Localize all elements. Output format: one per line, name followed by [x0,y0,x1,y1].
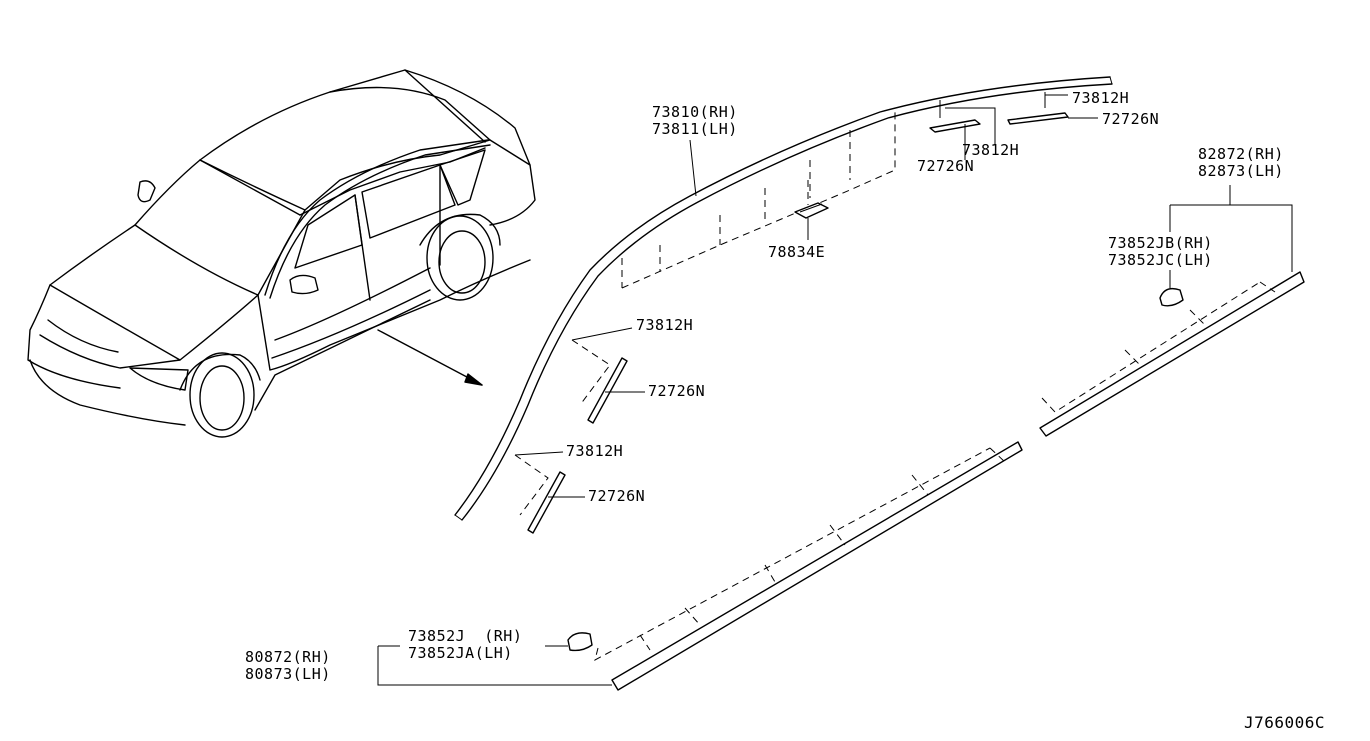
label-rear-sill-molding-rh: 82872(RH) [1198,145,1284,163]
label-clip-front-lower-a: 73812H [566,442,624,460]
label-clip-top-a: 73812H [1072,89,1130,107]
label-rear-sill-clip-lh: 73852JC(LH) [1108,251,1213,269]
clip-roof-rear-mid [929,100,996,160]
label-front-sill-molding-rh: 80872(RH) [245,648,331,666]
end-cap-part [794,180,829,240]
label-clip-top-b: 72726N [1102,110,1160,128]
label-roof-molding-lh: 73811(LH) [652,120,738,138]
label-rear-sill-clip-rh: 73852JB(RH) [1108,234,1213,252]
label-rear-sill-molding-lh: 82873(LH) [1198,162,1284,180]
label-clip-front-lower-b: 72726N [588,487,646,505]
rear-sill-molding [1039,185,1305,437]
label-clip-mid-a: 73812H [962,141,1020,159]
front-sill-molding [377,441,1023,691]
label-end-cap: 78834E [768,243,826,261]
clip-front-upper [571,327,645,424]
label-clip-front-upper-a: 73812H [636,316,694,334]
label-front-sill-clip-lh: 73852JA(LH) [408,644,513,662]
label-clip-mid-b: 72726N [917,157,975,175]
label-front-sill-molding-lh: 80873(LH) [245,665,331,683]
label-clip-front-upper-b: 72726N [648,382,706,400]
clip-front-lower [514,451,585,534]
label-roof-molding-rh: 73810(RH) [652,103,738,121]
car-illustration [27,69,536,438]
label-front-sill-clip-rh: 73852J (RH) [408,627,523,645]
diagram-code: J766006C [1244,713,1326,732]
clip-roof-rear-end [1007,92,1098,125]
